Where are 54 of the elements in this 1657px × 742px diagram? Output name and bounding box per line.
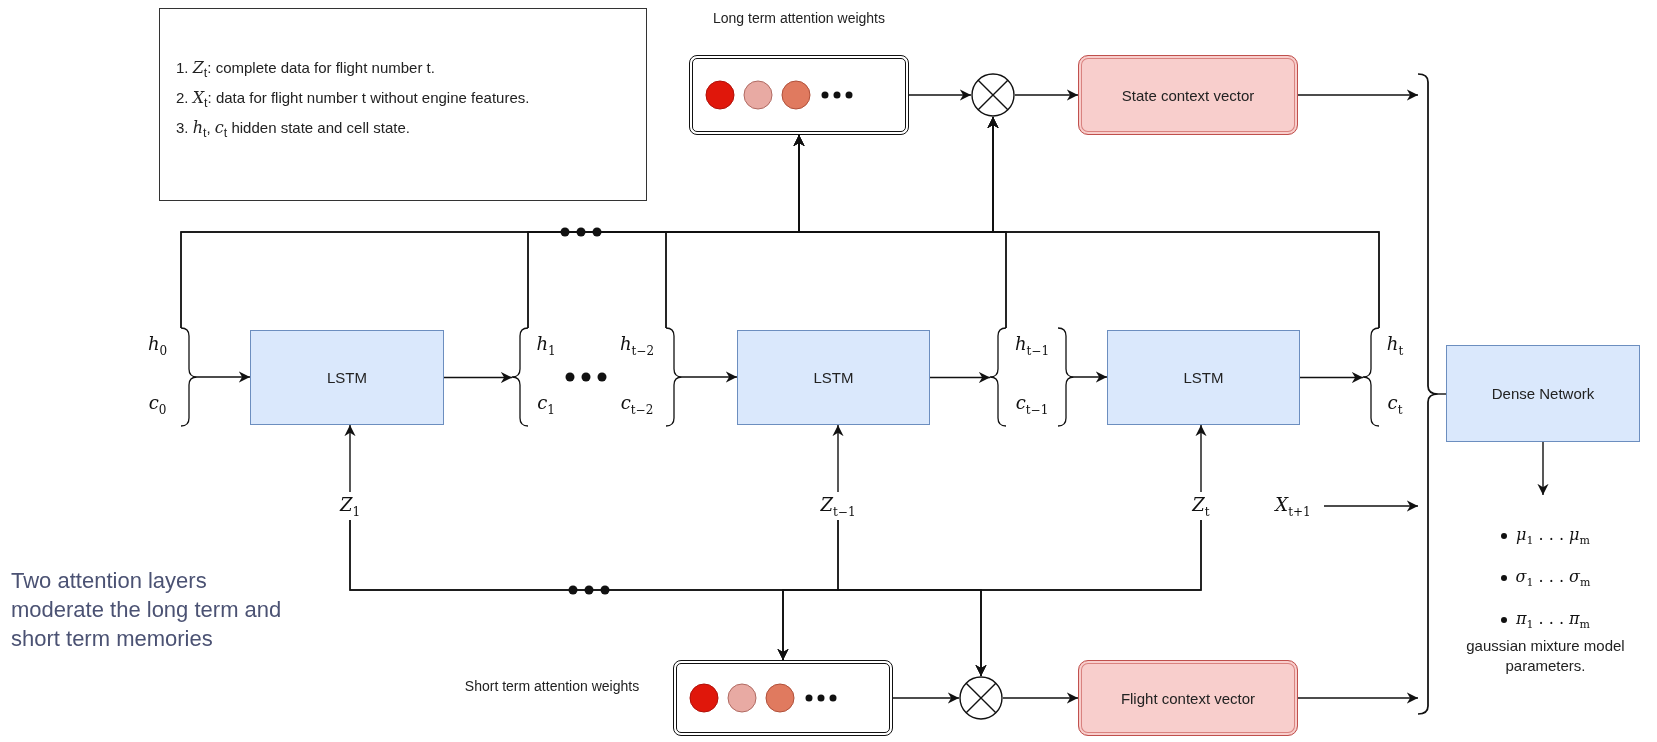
arrow (1297, 692, 1419, 704)
arrow (1002, 692, 1079, 704)
parameter-item: π$_{1}$ . . . π$_{m}$ (1515, 609, 1591, 632)
lstm-box: LSTM (250, 330, 444, 425)
arrow (196, 371, 251, 383)
caption-text: gaussian mixture model parameters. (1465, 635, 1626, 676)
arrow (832, 424, 844, 493)
arrow (1073, 371, 1108, 383)
arrow (1195, 424, 1207, 493)
dense-network-box: Dense Network (1446, 345, 1640, 442)
arrow (987, 116, 1380, 329)
parameter-item: μ$_{1}$ . . . μ$_{m}$ (1516, 525, 1590, 548)
arrow (892, 692, 960, 704)
arrow (908, 89, 972, 101)
state-label: c$_{t}$ (1387, 391, 1403, 419)
state-label: h$_{t−1}$ (1014, 332, 1050, 360)
caption-text: Short term attention weights (463, 677, 641, 696)
context-vector-box: Flight context vector (1078, 660, 1298, 736)
state-label: c$_{0}$ (148, 391, 167, 419)
connector-line (1437, 393, 1447, 395)
state-label: h$_{t−2}$ (619, 332, 655, 360)
variable-label: Z$_{t−1}$ (806, 492, 870, 520)
arrow (1297, 89, 1419, 101)
variable-label: Z$_{1}$ (326, 492, 374, 520)
state-label: h$_{1}$ (536, 332, 556, 360)
note-item: 2. X$_{t}$: data for flight number t without engine features. (176, 88, 531, 112)
arrow (344, 424, 356, 493)
curly-brace (1418, 74, 1438, 714)
state-label: c$_{1}$ (537, 391, 555, 419)
state-label: h$_{0}$ (147, 332, 168, 360)
context-vector-box: State context vector (1078, 55, 1298, 135)
arrow (1537, 441, 1549, 496)
notes-card (159, 8, 647, 201)
state-label: h$_{t}$ (1386, 332, 1404, 360)
state-label: c$_{t−1}$ (1015, 391, 1049, 419)
arrow (1014, 89, 1079, 101)
arrow (1323, 500, 1419, 512)
arrow (929, 371, 991, 384)
arrow (1299, 371, 1364, 384)
arrow (975, 519, 1202, 677)
multiply-symbol (971, 73, 1015, 117)
lstm-box: LSTM (1107, 330, 1300, 425)
caption-text: Long term attention weights (712, 9, 886, 28)
annotation-text: Two attention layers moderate the long term and short term memories (11, 567, 283, 653)
lstm-box: LSTM (737, 330, 930, 425)
arrow (443, 371, 513, 384)
variable-label: Z$_{t}$ (1180, 492, 1222, 520)
state-label: c$_{t−2}$ (620, 391, 654, 419)
parameter-item: σ$_{1}$ . . . σ$_{m}$ (1515, 567, 1591, 590)
arrow (681, 371, 738, 383)
multiply-symbol (959, 676, 1003, 720)
variable-label: X$_{t+1}$ (1262, 492, 1324, 520)
note-item: 1. Z$_{t}$: complete data for flight number t. (176, 58, 436, 82)
note-item: 3. h$_{t}$, c$_{t}$ hidden state and cell state. (176, 118, 411, 142)
